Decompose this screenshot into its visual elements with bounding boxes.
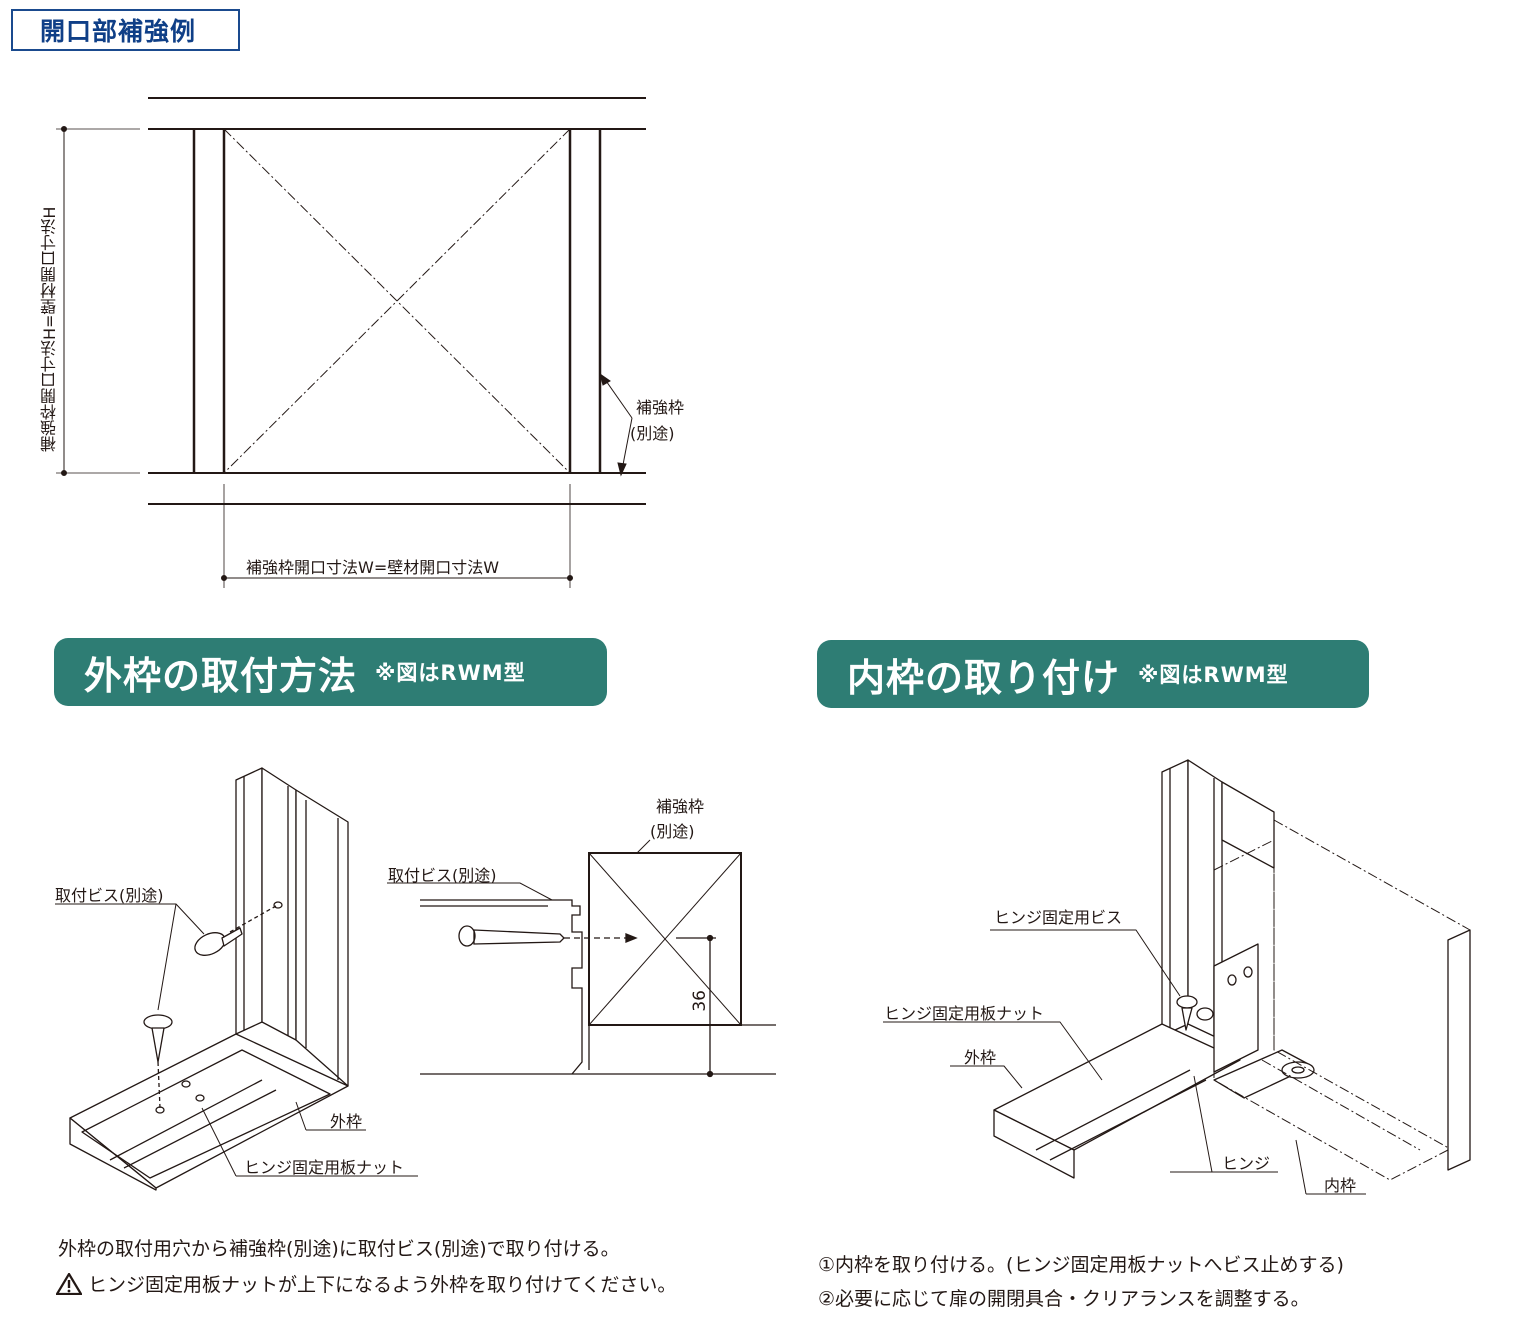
hinge-label: ヒンジ (1222, 1154, 1271, 1173)
outer-frame-header: 外枠の取付方法 ※図はRWM型 (54, 638, 607, 706)
height-dimension-label: 補強枠開口寸法H=壁材開口寸法H (40, 206, 59, 452)
section-reinforce-sublabel: (別途) (650, 822, 695, 841)
section-reinforce-label: 補強枠 (656, 797, 705, 816)
opening-diagram (56, 97, 646, 588)
inner-frame-drawing (883, 759, 1471, 1195)
inner-step-2: ②必要に応じて扉の開閉具合・クリアランスを調整する。 (818, 1288, 1310, 1310)
reinforce-frame-label: 補強枠 (636, 398, 685, 417)
inner-frame-header: 内枠の取り付け ※図はRWM型 (817, 640, 1369, 708)
screw-label: 取付ビス(別途) (55, 886, 164, 905)
width-dimension-label: 補強枠開口寸法W=壁材開口寸法W (246, 558, 500, 577)
inner-frame-label: 内枠 (1324, 1176, 1357, 1195)
inner-hinge-nut-label: ヒンジ固定用板ナット (884, 1004, 1045, 1023)
outer-frame-instruction: 外枠の取付用穴から補強枠(別途)に取付ビス(別途)で取り付ける。 (58, 1238, 620, 1260)
hinge-screw-label: ヒンジ固定用ビス (994, 908, 1123, 927)
outer-frame-label: 外枠 (330, 1112, 363, 1131)
section-title: 開口部補強例 (11, 9, 240, 51)
section-detail (387, 839, 776, 1078)
hinge-nut-label: ヒンジ固定用板ナット (244, 1158, 405, 1177)
section-screw-label: 取付ビス(別途) (388, 866, 497, 885)
warning-text: ヒンジ固定用板ナットが上下になるよう外枠を取り付けてください。 (88, 1274, 677, 1296)
outer-frame-drawing (55, 767, 418, 1191)
warning-icon (56, 1273, 82, 1295)
outer-frame-title: 外枠の取付方法 (84, 653, 358, 698)
inner-outer-frame-label: 外枠 (964, 1048, 997, 1067)
outer-frame-note: ※図はRWM型 (375, 661, 526, 685)
inner-step-1: ①内枠を取り付ける。(ヒンジ固定用板ナットへビス止めする) (818, 1254, 1344, 1276)
inner-frame-note: ※図はRWM型 (1138, 663, 1289, 687)
dimension-36: 36 (690, 990, 710, 1012)
inner-frame-title: 内枠の取り付け (847, 655, 1121, 700)
outer-frame-warning: ヒンジ固定用板ナットが上下になるよう外枠を取り付けてください。 (56, 1270, 676, 1297)
reinforce-frame-sublabel: (別途) (630, 424, 675, 443)
